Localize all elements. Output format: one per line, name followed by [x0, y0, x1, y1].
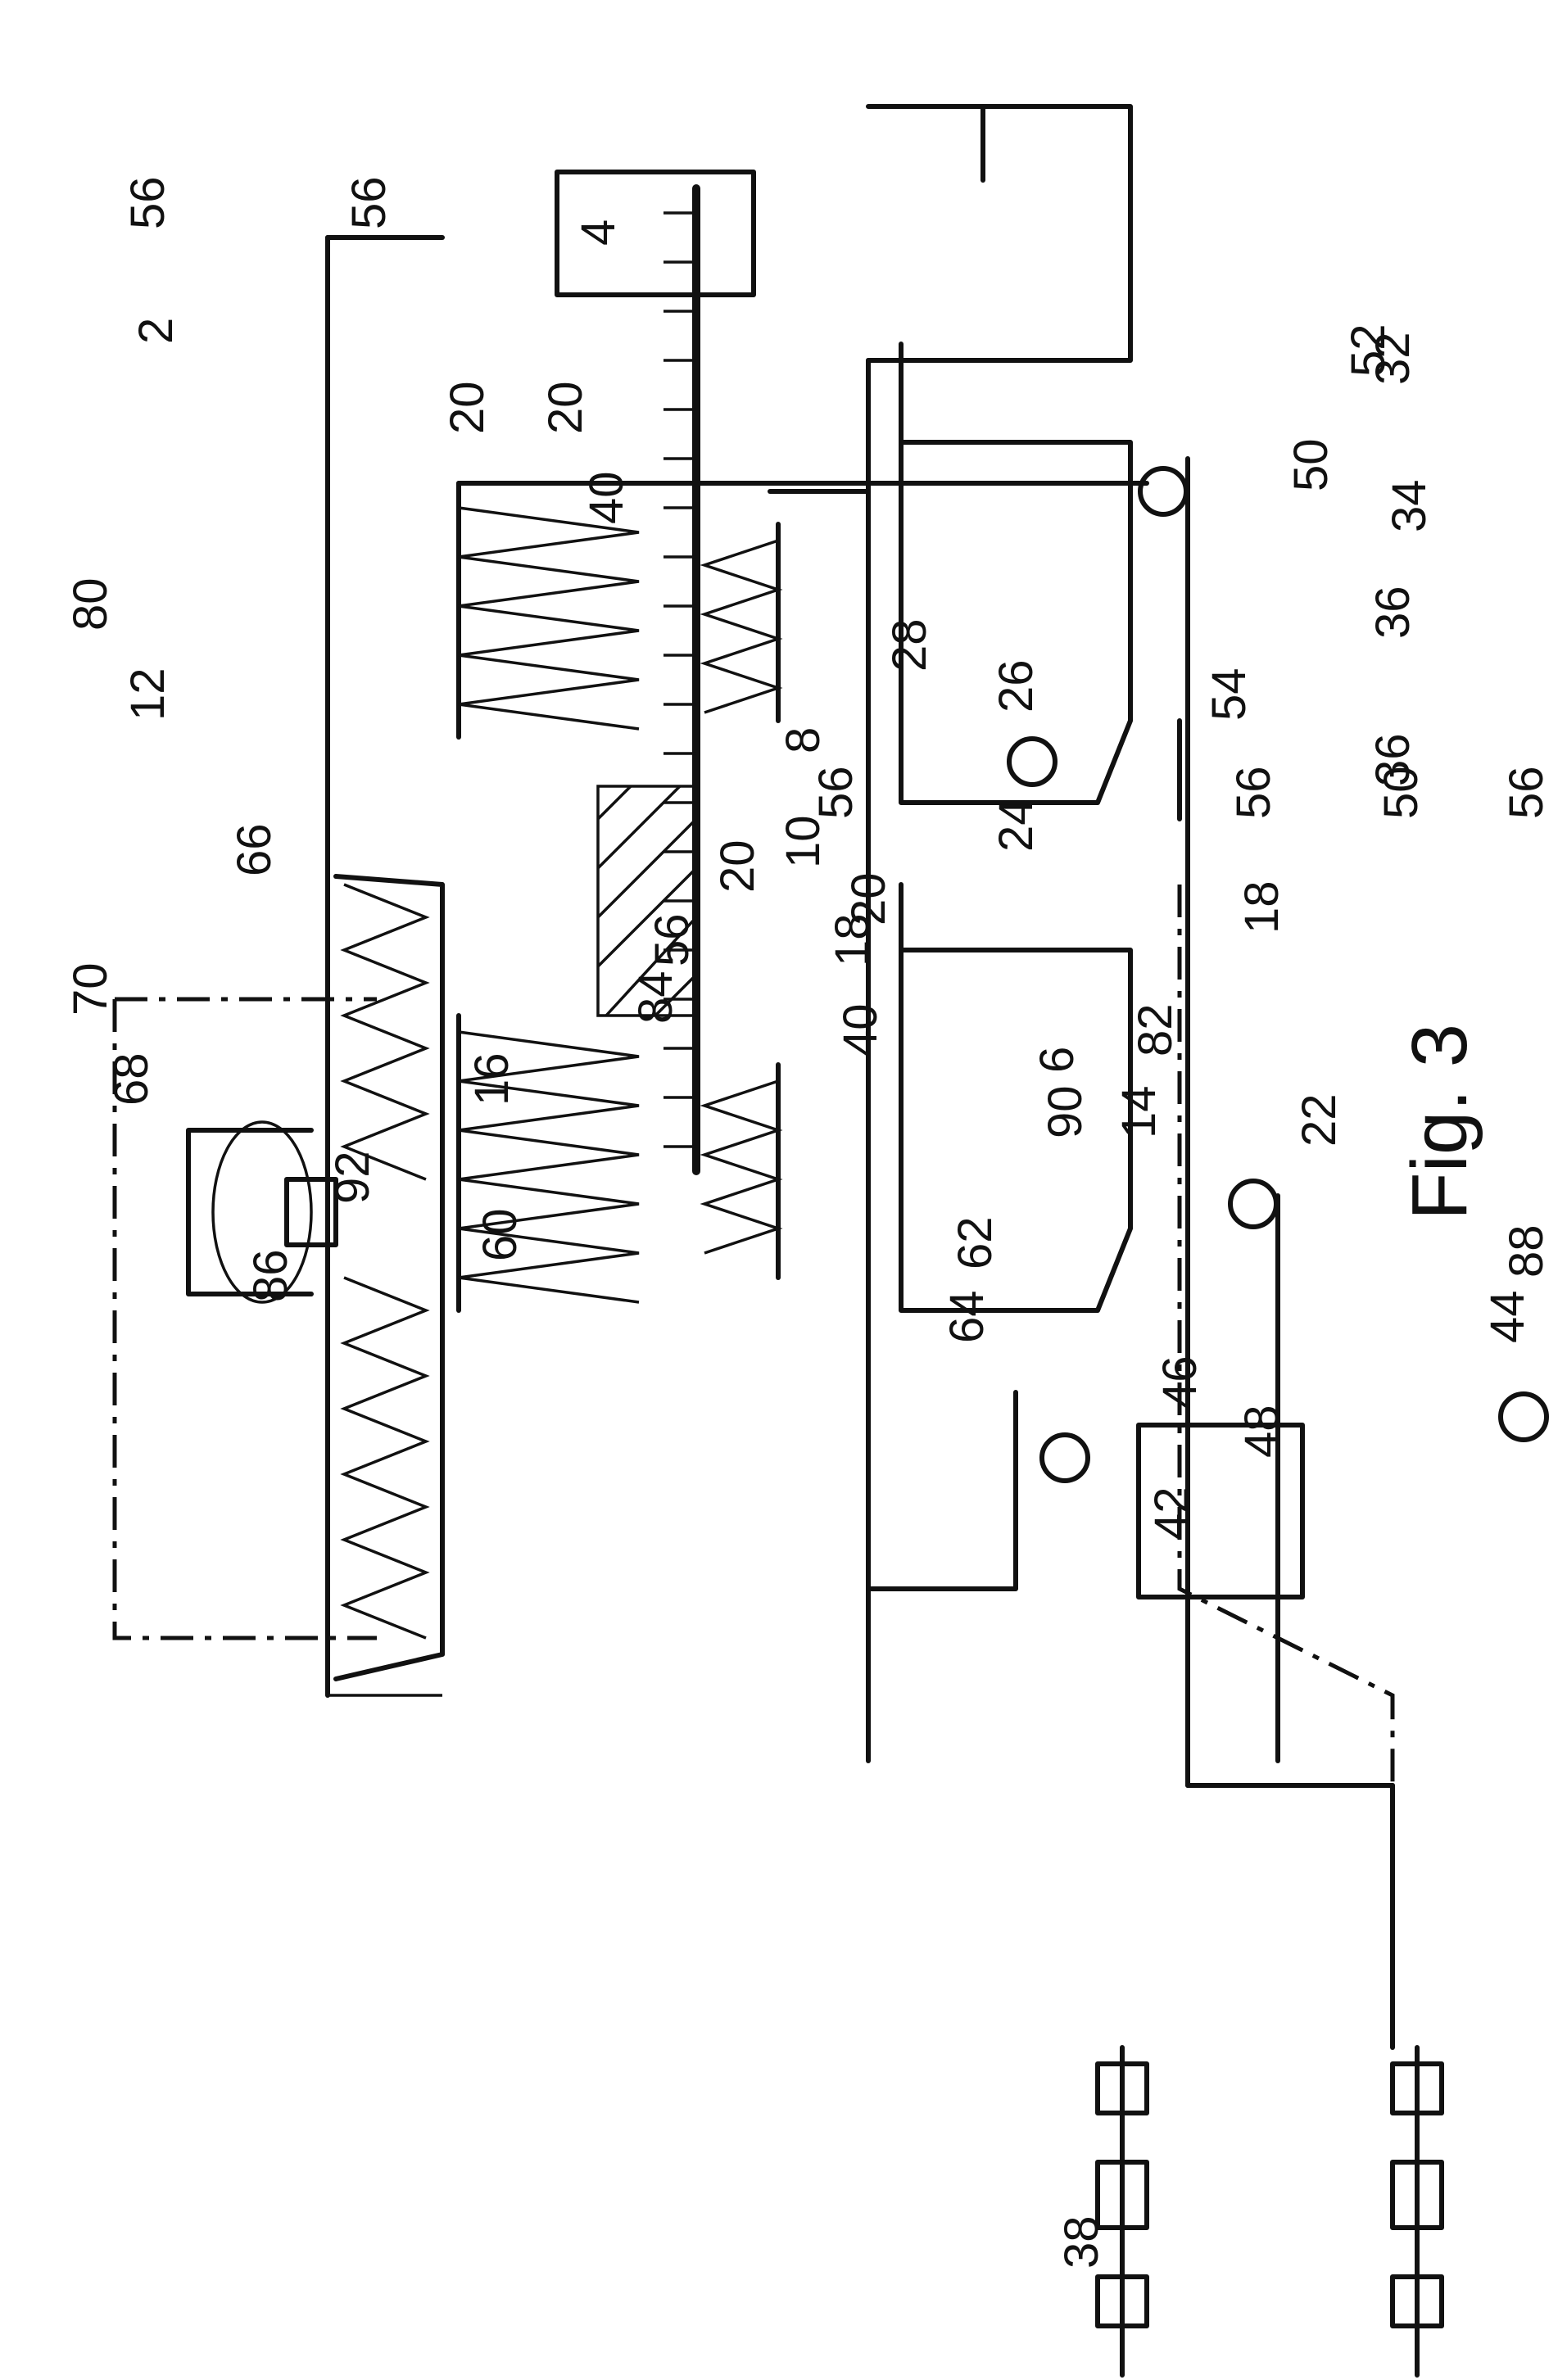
- label-80: 80: [64, 577, 117, 631]
- label-62: 62: [949, 1216, 1002, 1269]
- label-40b: 40: [834, 1003, 887, 1057]
- label-50a: 50: [1284, 438, 1338, 491]
- label-20c: 20: [711, 839, 764, 893]
- label-56c: 56: [645, 913, 699, 966]
- label-60: 60: [473, 1208, 527, 1261]
- spray-fan-20-upper: [459, 508, 639, 729]
- label-26: 26: [990, 659, 1043, 713]
- label-70: 70: [64, 962, 117, 1016]
- label-10: 10: [777, 815, 830, 868]
- label-46: 46: [1153, 1355, 1207, 1409]
- pump-48: [1042, 1435, 1088, 1481]
- label-82: 82: [1129, 1003, 1182, 1057]
- label-38: 38: [1055, 2215, 1108, 2269]
- label-56f: 56: [1500, 766, 1553, 819]
- label-42: 42: [1145, 1486, 1198, 1540]
- label-20d: 20: [842, 872, 895, 925]
- label-92: 92: [326, 1151, 379, 1204]
- label-2: 2: [129, 318, 183, 344]
- pump-44: [1501, 1394, 1547, 1440]
- label-68: 68: [105, 1052, 158, 1106]
- tank-46: [868, 1376, 1016, 1589]
- label-20b: 20: [539, 381, 592, 434]
- label-4: 4: [572, 219, 625, 246]
- pump-24: [1009, 739, 1055, 785]
- spray-fan-18-lower: [704, 1081, 778, 1253]
- tank-16: [901, 344, 1130, 803]
- label-56a: 56: [121, 176, 174, 229]
- label-12: 12: [121, 667, 174, 721]
- label-44: 44: [1481, 1290, 1534, 1343]
- label-56e: 56: [1227, 766, 1280, 819]
- label-24: 24: [990, 799, 1043, 852]
- pump-22: [1230, 1181, 1276, 1227]
- heat-exchanger-40-lower: [344, 1278, 426, 1638]
- figure-caption: Fig. 3: [1396, 1024, 1483, 1220]
- label-8: 8: [777, 727, 830, 753]
- label-6: 6: [1030, 1047, 1084, 1073]
- heat-exchanger-40-upper: [344, 885, 426, 1179]
- label-56b: 56: [342, 176, 396, 229]
- label-84: 84: [629, 971, 682, 1024]
- label-48: 48: [1235, 1405, 1288, 1458]
- label-34: 34: [1383, 479, 1436, 532]
- label-90: 90: [1039, 1085, 1092, 1138]
- tank-14: [901, 885, 1130, 1310]
- label-66: 66: [228, 823, 281, 876]
- label-40a: 40: [580, 471, 633, 524]
- pump-64: [1140, 468, 1186, 514]
- label-50b: 50: [1375, 766, 1428, 819]
- label-28: 28: [883, 618, 936, 672]
- valves-bottom: [1098, 2047, 1442, 2375]
- label-14: 14: [1112, 1085, 1166, 1138]
- label-86: 86: [244, 1249, 297, 1302]
- label-22: 22: [1293, 1093, 1346, 1147]
- label-16: 16: [465, 1052, 519, 1106]
- label-36a: 36: [1366, 586, 1420, 639]
- label-20a: 20: [441, 381, 494, 434]
- spray-fan-20-lower: [704, 541, 778, 713]
- label-64: 64: [940, 1290, 994, 1343]
- label-52: 52: [1342, 324, 1395, 377]
- tank-68: [868, 106, 1130, 360]
- label-18b: 18: [1235, 880, 1288, 934]
- label-88: 88: [1500, 1224, 1553, 1278]
- label-56d: 56: [809, 766, 863, 819]
- label-54: 54: [1202, 667, 1256, 721]
